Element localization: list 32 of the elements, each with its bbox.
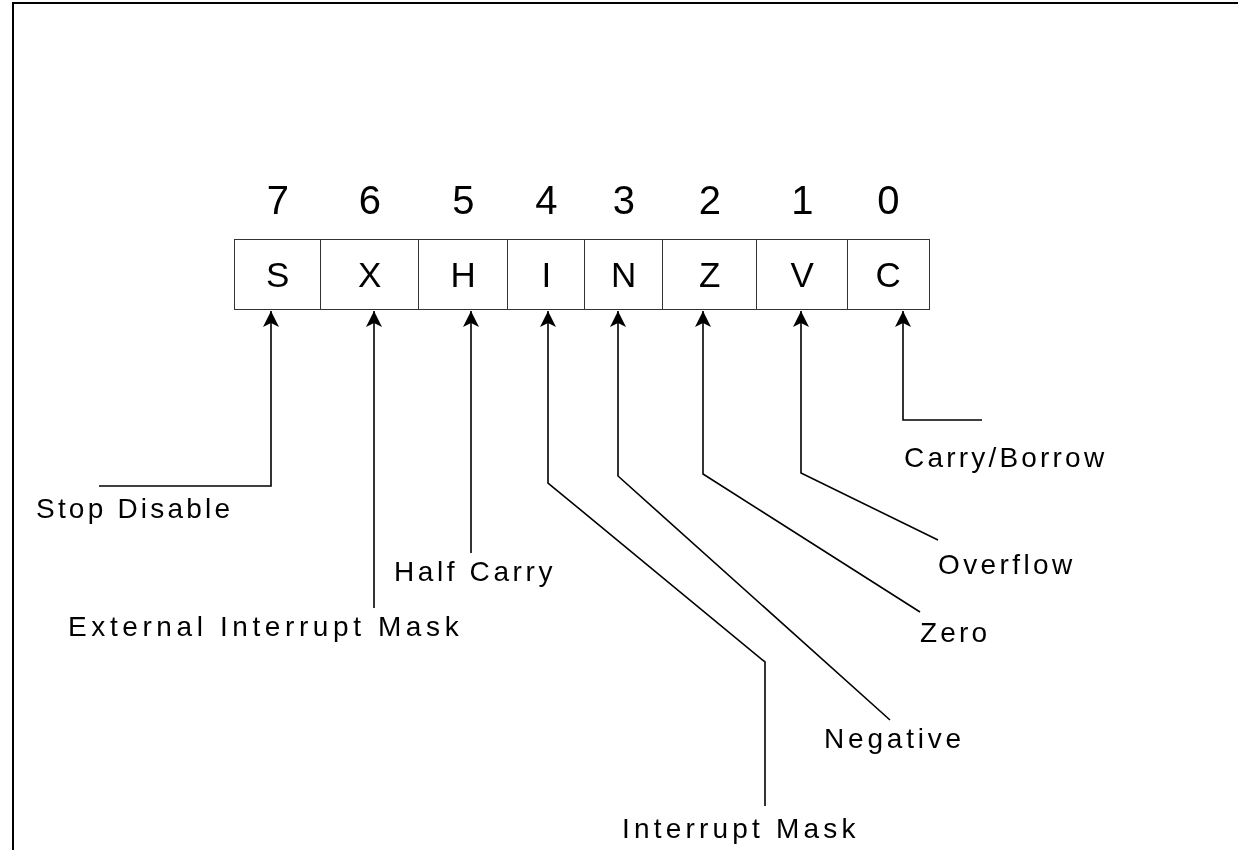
leader-arrow bbox=[463, 310, 479, 554]
flag-letter: Z bbox=[699, 257, 721, 292]
bit-number: 1 bbox=[791, 180, 814, 220]
bit-number: 3 bbox=[612, 180, 635, 220]
flag-name: External Interrupt Mask bbox=[68, 608, 464, 644]
leader-arrow bbox=[793, 310, 939, 541]
flag-letter: N bbox=[611, 257, 637, 292]
flag-name: Negative bbox=[824, 720, 965, 756]
flag-name: Zero bbox=[920, 612, 991, 650]
flag-name: Carry/Borrow bbox=[904, 420, 1108, 475]
leader-arrow bbox=[366, 310, 382, 609]
flag-letter: C bbox=[875, 257, 901, 292]
leader-arrow bbox=[610, 310, 891, 721]
bit-number: 4 bbox=[535, 180, 558, 220]
flag-name: Interrupt Mask bbox=[622, 806, 860, 846]
flag-letter: S bbox=[266, 257, 290, 292]
bit-number: 2 bbox=[698, 180, 721, 220]
flag-letter: X bbox=[358, 257, 382, 292]
bit-number: 7 bbox=[266, 180, 289, 220]
leader-arrow bbox=[695, 310, 921, 613]
bit-number: 5 bbox=[452, 180, 475, 220]
flag-name: Stop Disable bbox=[36, 486, 234, 526]
leader-arrow bbox=[895, 310, 983, 421]
flag-letter: H bbox=[450, 257, 476, 292]
bit-number: 0 bbox=[877, 180, 900, 220]
bit-number: 6 bbox=[358, 180, 381, 220]
flag-letter: I bbox=[541, 257, 552, 292]
flag-name: Overflow bbox=[938, 540, 1076, 582]
flag-letter: V bbox=[790, 257, 814, 292]
leader-arrow bbox=[98, 310, 279, 487]
leader-arrow bbox=[540, 310, 766, 807]
flag-name: Half Carry bbox=[394, 553, 556, 589]
